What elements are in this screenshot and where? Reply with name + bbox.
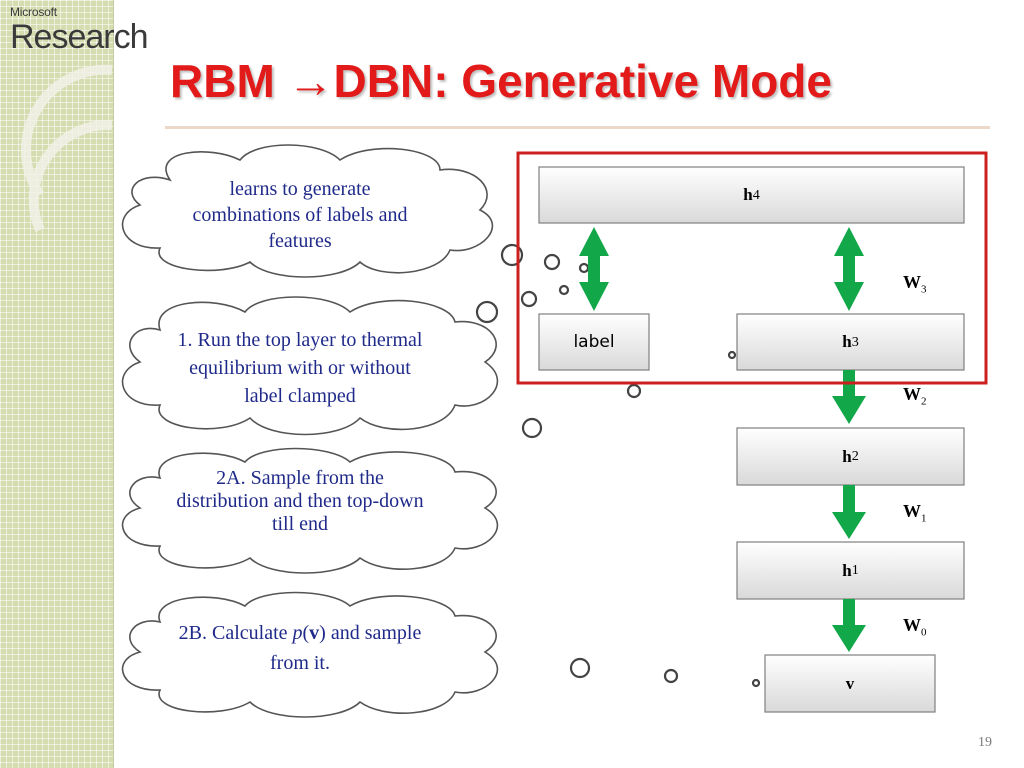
title-divider bbox=[165, 126, 990, 129]
h4-label-sub: 4 bbox=[752, 186, 760, 203]
logo-big-text: Research bbox=[10, 18, 149, 56]
rbm-frame bbox=[516, 151, 988, 385]
w2-label: W2 bbox=[903, 384, 927, 408]
cloud-4-text-p: p bbox=[292, 622, 303, 644]
label-text: label bbox=[573, 332, 615, 352]
downward-arrows bbox=[832, 370, 866, 652]
bidirectional-arrows bbox=[579, 227, 864, 311]
decorative-arcs bbox=[21, 64, 113, 233]
h3-label-sub: 3 bbox=[851, 333, 859, 350]
v-label: v bbox=[765, 655, 935, 712]
cloud-3-text: 2A. Sample from the distribution and the… bbox=[176, 467, 424, 535]
v-label-main: v bbox=[845, 673, 855, 693]
cloud-3 bbox=[121, 447, 499, 574]
label-box-label: label bbox=[539, 314, 649, 370]
cloud-4-text-a: 2B. Calculate bbox=[178, 622, 293, 644]
h2-label-main: h bbox=[842, 446, 852, 466]
h1-v-arrow bbox=[832, 599, 866, 652]
w0-main: W bbox=[903, 615, 921, 635]
h4-label-main: h bbox=[743, 185, 753, 204]
cloud-4-text-b: ) and sample from it. bbox=[270, 622, 422, 674]
w0-label: W0 bbox=[903, 615, 927, 639]
cloud-4-text-open: ( bbox=[302, 622, 310, 644]
h3-label-main: h bbox=[842, 332, 852, 351]
thought-bubbles bbox=[475, 243, 761, 688]
microsoft-research-logo: Microsoft Research bbox=[10, 5, 149, 56]
v-box bbox=[764, 654, 936, 713]
h2-h1-arrow bbox=[832, 485, 866, 539]
cloud-4-text: 2B. Calculate p(v) and sample from it. bbox=[175, 618, 425, 678]
h1-label-sub: 1 bbox=[851, 562, 859, 578]
cloud-2 bbox=[121, 296, 499, 436]
label-h4-double-arrow bbox=[579, 227, 609, 311]
w3-sub: 3 bbox=[921, 283, 927, 296]
h2-label-sub: 2 bbox=[851, 448, 859, 464]
slide-title: RBM →DBN: Generative Mode bbox=[170, 55, 832, 107]
w3-main: W bbox=[903, 272, 921, 292]
cloud-1 bbox=[121, 144, 494, 278]
h3-h2-arrow bbox=[832, 370, 866, 424]
h1-label-main: h bbox=[842, 560, 852, 580]
w1-sub: 1 bbox=[921, 512, 927, 525]
logo-small-text: Microsoft bbox=[10, 5, 57, 19]
page-number: 19 bbox=[978, 735, 992, 750]
cloud-4 bbox=[121, 591, 499, 718]
w3-label: W3 bbox=[903, 272, 927, 296]
h3-box bbox=[736, 313, 965, 371]
cloud-4-text-v: v bbox=[309, 622, 320, 644]
w0-sub: 0 bbox=[921, 626, 927, 639]
h4-box bbox=[538, 166, 965, 224]
cloud-1-text: learns to generate combinations of label… bbox=[192, 178, 408, 252]
w2-main: W bbox=[903, 384, 921, 404]
w1-label: W1 bbox=[903, 501, 927, 525]
w2-sub: 2 bbox=[921, 395, 927, 408]
cloud-2-text: 1. Run the top layer to thermal equilibr… bbox=[177, 329, 423, 407]
h3-h4-double-arrow bbox=[834, 227, 864, 311]
w1-main: W bbox=[903, 501, 921, 521]
label-box bbox=[538, 313, 650, 371]
